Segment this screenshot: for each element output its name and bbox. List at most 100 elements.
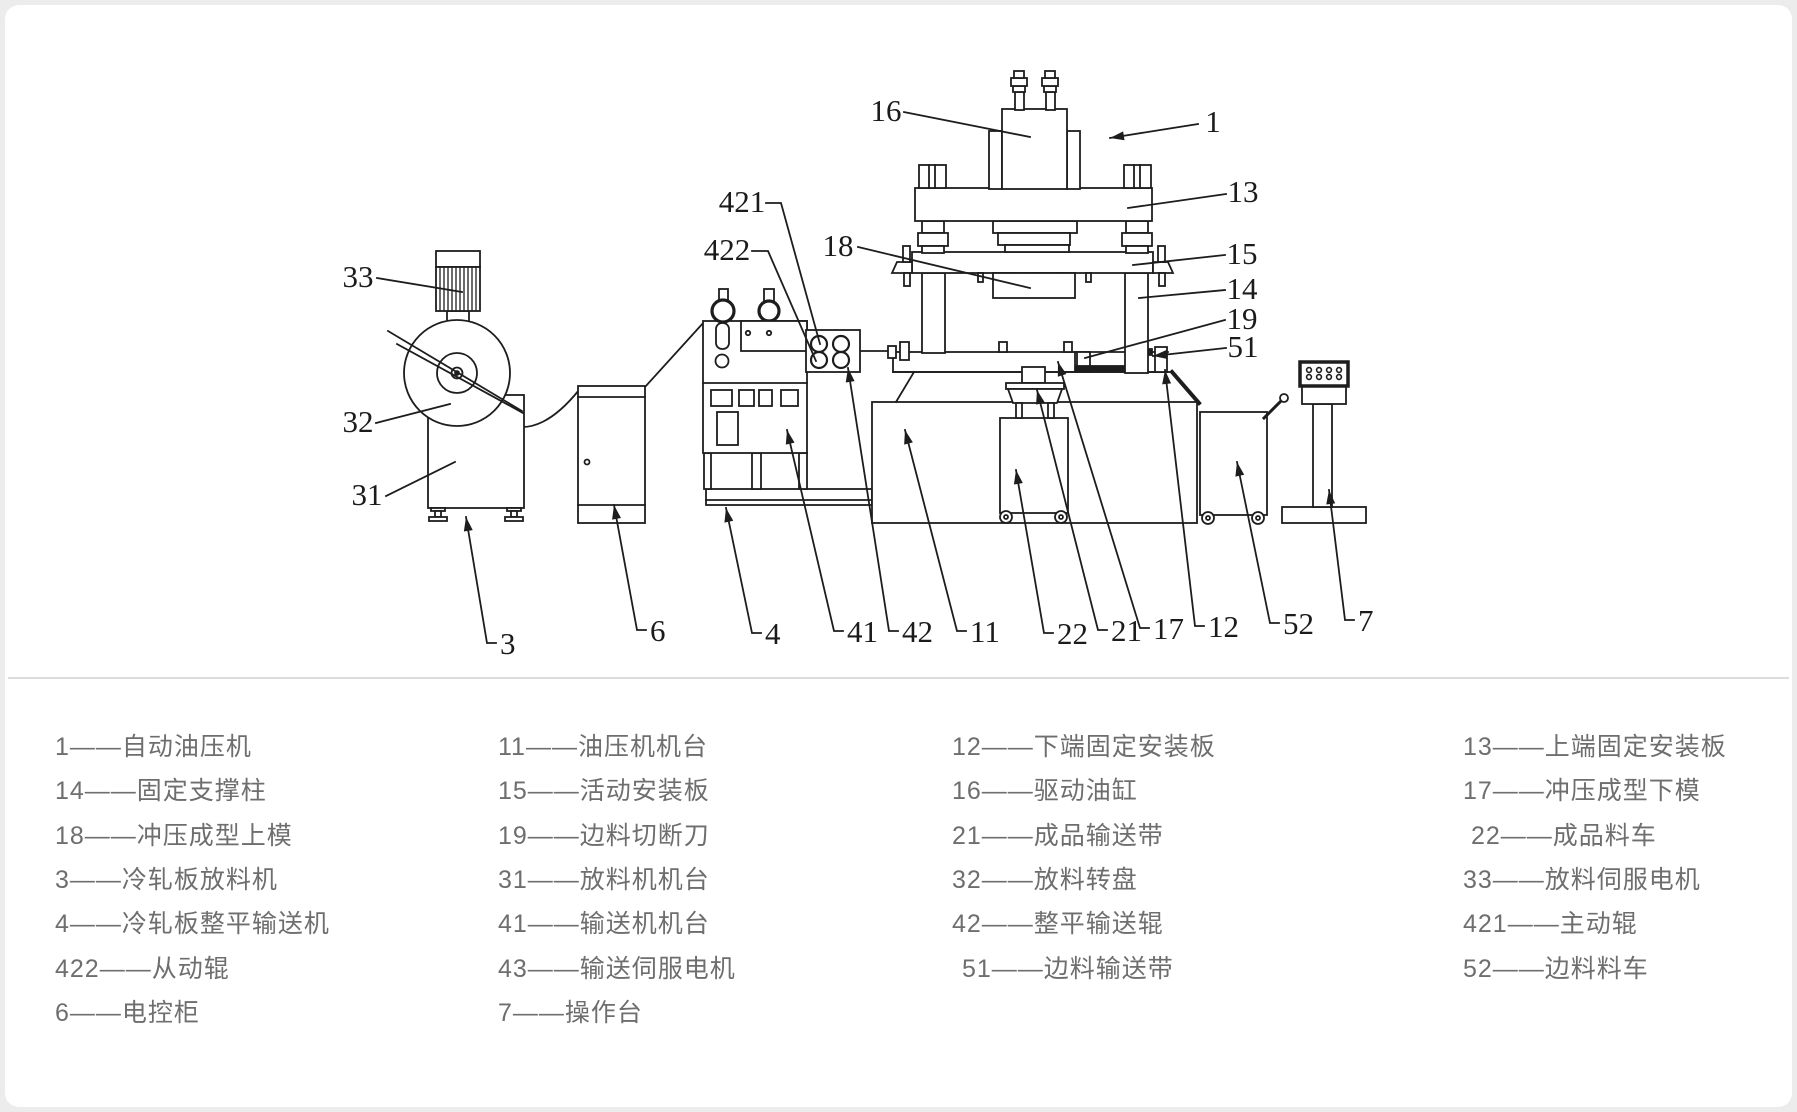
- console-button-panel: [1298, 360, 1350, 388]
- legend-item-c2-r3: 19——边料切断刀: [498, 822, 710, 850]
- legend-item-c4-r4: 33——放料伺服电机: [1463, 866, 1701, 894]
- legend-item-c2-r4: 31——放料机机台: [498, 866, 710, 894]
- legend-item-c4-r3: 22——成品料车: [1471, 822, 1657, 850]
- legend-item-c1-r2: 14——固定支撑柱: [55, 777, 267, 805]
- legend-item-c4-r2: 17——冲压成型下模: [1463, 777, 1701, 805]
- servo-motor-cap: [435, 250, 481, 268]
- leader-line-31: [384, 460, 457, 498]
- leader-line-422: [751, 250, 818, 363]
- callout-number-4: 4: [765, 616, 781, 651]
- arrowhead-4: [724, 508, 734, 523]
- upper-die-18: [992, 272, 1076, 299]
- support-column-14: [921, 272, 946, 354]
- callout-number-6: 6: [650, 613, 666, 648]
- leveling-machine: [702, 288, 873, 506]
- callout-number-16: 16: [871, 93, 902, 128]
- legend-item-c2-r6: 43——输送伺服电机: [498, 955, 736, 983]
- legend-item-c2-r1: 11——油压机机台: [498, 733, 708, 761]
- arrowhead-42: [845, 368, 855, 383]
- leader-line-21: [1035, 388, 1108, 631]
- adjust-handwheel: [757, 299, 781, 323]
- legend-item-c4-r6: 52——边料料车: [1463, 955, 1649, 983]
- leader-line-14: [1138, 289, 1226, 299]
- leader-line-17: [1056, 360, 1150, 629]
- lower-fixed-plate-12: [892, 351, 1076, 373]
- legend-item-c3-r1: 12——下端固定安装板: [952, 733, 1216, 761]
- callout-number-422: 422: [704, 232, 751, 267]
- operator-console: [1281, 360, 1367, 524]
- arrowhead-11: [904, 430, 913, 445]
- leader-line-11: [903, 428, 967, 632]
- callout-number-13: 13: [1228, 174, 1259, 209]
- press-lower-assembly: [871, 341, 1202, 524]
- callout-number-3: 3: [500, 626, 516, 661]
- hydraulic-press: [890, 70, 1175, 374]
- adjust-handwheel: [710, 298, 736, 324]
- arrowhead-12: [1162, 370, 1172, 385]
- legend-item-c3-r2: 16——驱动油缸: [952, 777, 1138, 805]
- tension-arm: [386, 329, 524, 413]
- legend-item-c1-r1: 1——自动油压机: [55, 733, 252, 761]
- support-column-14: [1124, 272, 1149, 374]
- callout-number-31: 31: [352, 477, 383, 512]
- arrowhead-6: [612, 505, 621, 520]
- leader-line-42: [846, 366, 899, 632]
- leader-line-3: [464, 515, 497, 644]
- page-card: [5, 5, 1792, 1107]
- leader-line-22: [1014, 468, 1054, 634]
- callout-number-22: 22: [1057, 616, 1088, 651]
- callout-number-51: 51: [1228, 329, 1259, 364]
- legend-item-c1-r7: 6——电控柜: [55, 999, 200, 1027]
- upper-fixed-plate-13: [914, 187, 1153, 222]
- arrowhead-3: [463, 517, 473, 532]
- legend-item-c3-r5: 42——整平输送辊: [952, 910, 1164, 938]
- legend-item-c2-r5: 41——输送机机台: [498, 910, 710, 938]
- section-divider: [8, 677, 1789, 679]
- leader-line-13: [1126, 192, 1228, 210]
- arrowhead-22: [1013, 470, 1023, 485]
- callout-number-42: 42: [902, 614, 933, 649]
- arrowhead-52: [1235, 462, 1245, 477]
- arrowhead-17: [1057, 362, 1067, 377]
- callout-number-52: 52: [1283, 606, 1314, 641]
- arrowhead-21: [1036, 390, 1045, 405]
- leader-line-32: [374, 402, 452, 425]
- product-cart-22: [999, 417, 1069, 514]
- edge-belt-51: [1075, 365, 1127, 373]
- callout-number-7: 7: [1358, 603, 1374, 638]
- leader-line-18: [856, 245, 1032, 290]
- arrowhead-51: [1153, 350, 1168, 359]
- legend-item-c1-r3: 18——冲压成型上模: [55, 822, 293, 850]
- callout-number-32: 32: [343, 404, 374, 439]
- leader-line-41: [785, 428, 844, 632]
- leader-line-52: [1235, 460, 1280, 624]
- leader-line-15: [1132, 254, 1226, 266]
- callout-number-15: 15: [1227, 236, 1258, 271]
- callout-number-14: 14: [1227, 271, 1259, 306]
- legend-item-c3-r3: 21——成品输送带: [952, 822, 1164, 850]
- legend-item-c2-r7: 7——操作台: [498, 999, 643, 1027]
- callout-number-1: 1: [1205, 104, 1221, 139]
- legend-item-c4-r1: 13——上端固定安装板: [1463, 733, 1727, 761]
- callout-number-33: 33: [343, 259, 374, 294]
- leader-line-33: [375, 276, 464, 294]
- control-cabinet: [577, 385, 646, 524]
- callout-number-11: 11: [970, 614, 1000, 649]
- callout-number-41: 41: [847, 614, 878, 649]
- conveyor-bed-41: [705, 488, 873, 506]
- leader-line-4: [724, 506, 762, 634]
- leader-line-19: [1083, 318, 1227, 360]
- callout-number-19: 19: [1227, 301, 1258, 336]
- callout-number-18: 18: [823, 228, 854, 263]
- leader-line-16: [902, 110, 1032, 139]
- callout-number-17: 17: [1153, 611, 1184, 646]
- driven-roller-422: [809, 350, 829, 370]
- legend-item-c4-r5: 421——主动辊: [1463, 910, 1638, 938]
- arrowhead-1: [1110, 131, 1125, 141]
- leader-line-6: [612, 503, 647, 631]
- legend-item-c1-r5: 4——冷轧板整平输送机: [55, 910, 330, 938]
- legend-item-c3-r4: 32——放料转盘: [952, 866, 1138, 894]
- legend-item-c3-r6: 51——边料输送带: [962, 955, 1174, 983]
